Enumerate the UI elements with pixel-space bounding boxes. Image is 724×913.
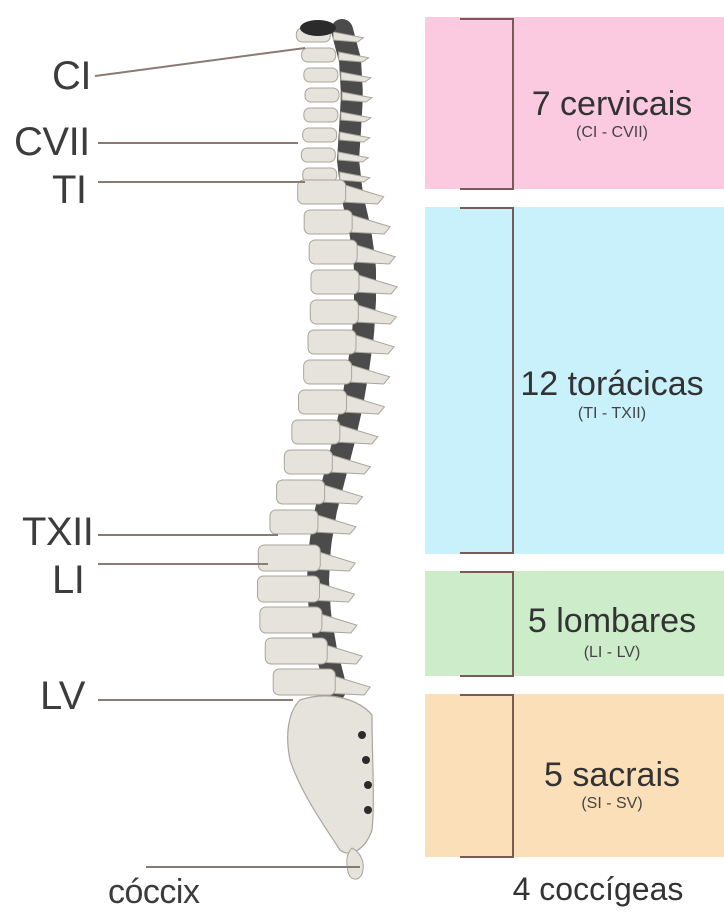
label-l5: LV (40, 676, 85, 716)
vertebral-body (303, 128, 337, 142)
vertebral-body (302, 48, 336, 62)
spinous-process (348, 214, 390, 234)
vertebral-body (277, 480, 325, 504)
label-coccyx: cóccix (108, 872, 199, 912)
vertebral-body (265, 638, 327, 664)
vertebral-body (273, 669, 335, 695)
region-range-sacral: (SI - SV) (500, 795, 724, 813)
leader-line-t1 (98, 181, 305, 183)
leader-line-l1 (98, 563, 268, 565)
leader-line-coccyx (146, 866, 360, 868)
region-range-thoracic: (TI - TXII) (500, 405, 724, 423)
leader-line-t12 (98, 534, 278, 536)
region-range-cervical: (CI - CVII) (500, 124, 724, 142)
sacral-foramen (364, 806, 372, 814)
vertebral-body (284, 450, 332, 474)
vertebral-body (260, 607, 322, 633)
sacral-foramen (362, 756, 370, 764)
atlas (300, 20, 336, 36)
sacrum (288, 696, 374, 853)
vertebral-body (301, 148, 335, 162)
vertebral-body (304, 108, 338, 122)
spinous-process (353, 244, 395, 264)
vertebral-body (292, 420, 340, 444)
leader-line-l5 (98, 699, 293, 701)
region-title-thoracic: 12 torácicas (500, 366, 724, 402)
spinous-process (342, 184, 384, 204)
label-l1: LI (52, 560, 84, 600)
region-title-sacral: 5 sacrais (500, 757, 724, 793)
leader-line-c7 (98, 142, 298, 144)
vertebral-body (304, 210, 352, 234)
vertebral-body (310, 300, 358, 324)
vertebral-body (298, 180, 346, 204)
vertebral-body (308, 330, 356, 354)
label-t12: TXII (22, 512, 93, 552)
vertebral-body (270, 510, 318, 534)
vertebral-body (304, 68, 338, 82)
label-t1: TI (52, 170, 87, 210)
vertebral-body (305, 88, 339, 102)
region-title-lumbar: 5 lombares (500, 603, 724, 639)
coccyx-bone (347, 848, 363, 879)
vertebral-body (258, 545, 320, 571)
vertebral-body (311, 270, 359, 294)
vertebral-body (299, 390, 347, 414)
sacral-foramen (358, 731, 366, 739)
vertebral-body (304, 360, 352, 384)
region-range-lumbar: (LI - LV) (500, 644, 724, 662)
label-c1: CI (52, 56, 91, 96)
vertebral-body (309, 240, 357, 264)
sacral-foramen (364, 781, 372, 789)
vertebral-body (258, 576, 320, 602)
vertebral-column (258, 20, 397, 879)
region-title-cervical: 7 cervicais (500, 86, 724, 122)
coccygeal-count-label: 4 coccígeas (486, 871, 710, 907)
label-c7: CVII (14, 122, 90, 162)
